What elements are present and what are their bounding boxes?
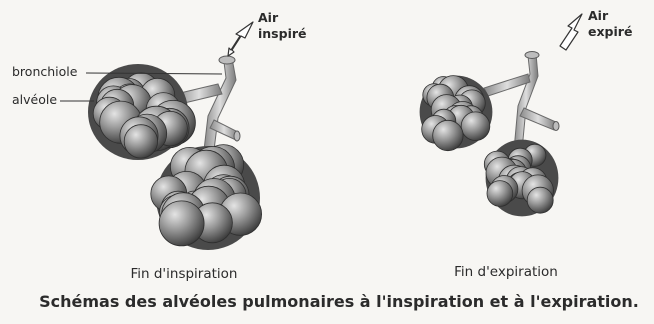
expiration-bronchiole-tubes xyxy=(484,52,559,151)
inspiration-alveolar-sac-upper xyxy=(88,64,195,160)
expiration-diagram: Air expiré Fin d'expiration xyxy=(420,8,633,280)
alveole-label: alvéole xyxy=(12,92,57,107)
alveolus xyxy=(159,201,204,246)
inspiration-alveolar-sac-lower xyxy=(151,145,262,250)
inspiration-diagram: Air inspiré bronchiole alvéole Fin d'ins… xyxy=(12,10,307,282)
air-expired-arrow-icon xyxy=(560,14,582,50)
alveolus xyxy=(487,181,513,207)
figure-title: Schémas des alvéoles pulmonaires à l'ins… xyxy=(39,292,639,311)
alveolus xyxy=(124,125,157,158)
air-inspired-arrow-icon xyxy=(228,22,253,56)
alveolus xyxy=(527,187,553,213)
alveolus xyxy=(433,120,463,150)
inspiration-caption: Fin d'inspiration xyxy=(130,266,237,282)
alveolus xyxy=(461,112,490,141)
bronchiole-label: bronchiole xyxy=(12,64,78,79)
bronchiole-leader-line xyxy=(86,73,222,74)
expiration-caption: Fin d'expiration xyxy=(454,264,558,280)
expiration-alveolar-sac-lower xyxy=(484,140,558,217)
air-expired-label-state: expiré xyxy=(588,24,632,39)
air-expired-label-word: Air xyxy=(588,8,609,23)
expiration-alveolar-sac-upper xyxy=(420,76,493,151)
air-inspired-label-word: Air xyxy=(258,10,279,25)
air-inspired-label-state: inspiré xyxy=(258,26,307,41)
